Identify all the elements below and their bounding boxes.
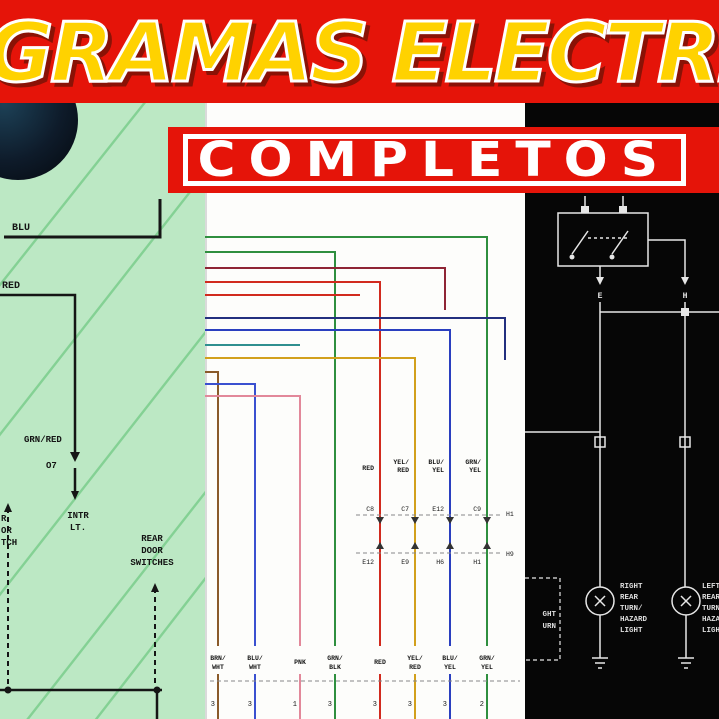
- mid-wire-label-yelred-2: RED: [397, 467, 409, 474]
- main-harness-lines: [525, 302, 719, 587]
- cut-fragment-line2: URN: [542, 623, 556, 631]
- bottom-label-pnk: PNK: [294, 659, 306, 666]
- wire-label-blu: BLU: [12, 223, 30, 234]
- cut-component-box: [525, 577, 561, 661]
- pin-number-7: 3: [443, 701, 447, 709]
- pin-number-1: 3: [211, 701, 215, 709]
- connector-id-h6: H6: [436, 559, 444, 566]
- connector-id-c9: C9: [473, 506, 481, 513]
- mid-wire-label-grnyel-2: YEL: [469, 467, 481, 474]
- right-diagram-panel: E H RIGHT REAR TURN/ HAZARD LIGHT LEFT R…: [525, 103, 719, 719]
- right-lamp-label-line1: RIGHT: [620, 583, 643, 591]
- pin-number-5: 3: [373, 701, 377, 709]
- rear-door-label-line2: DOOR: [141, 546, 163, 556]
- bottom-label-brnwht-2: WHT: [212, 664, 224, 671]
- left-lamp-label-line5: LIGHT: [702, 627, 719, 635]
- cut-label-line1: R: [1, 514, 7, 524]
- connector-id-c8: C8: [366, 506, 374, 513]
- pin-number-3: 1: [293, 701, 297, 709]
- diagonal-guides: [0, 103, 205, 719]
- right-lamp-label-line5: LIGHT: [620, 627, 643, 635]
- bottom-label-red: RED: [374, 659, 386, 666]
- pin-number-4: 3: [328, 701, 332, 709]
- bottom-label-bluwht-1: BLU/: [247, 655, 263, 662]
- cut-label-line3: TCH: [1, 538, 17, 548]
- side-label-h1: H1: [506, 511, 514, 518]
- mid-wire-label-red: RED: [362, 465, 374, 472]
- connector-id-e12: E12: [432, 506, 444, 513]
- intr-lt-label-line1: INTR: [67, 511, 89, 521]
- left-lamp-label-line1: LEFT: [702, 583, 719, 591]
- subtitle-banner: COMPLETOS: [168, 127, 719, 193]
- bottom-label-grnblk-1: GRN/: [327, 655, 343, 662]
- turn-lamp-symbols: [585, 586, 701, 658]
- bottom-label-yelred-1: YEL/: [407, 655, 423, 662]
- bottom-label-grnyel-1: GRN/: [479, 655, 495, 662]
- left-diagram-svg: BLU RED GRN/RED O7 INTR LT. REAR DOOR SW…: [0, 103, 205, 719]
- left-wires: [0, 199, 162, 719]
- terminal-label-h: H: [683, 292, 688, 301]
- bottom-label-bluyel-1: BLU/: [442, 655, 458, 662]
- right-diagram-svg: E H RIGHT REAR TURN/ HAZARD LIGHT LEFT R…: [525, 196, 719, 669]
- left-lamp-label-line4: HAZARD: [702, 616, 719, 624]
- side-label-h9: H9: [506, 551, 514, 558]
- connector-id-e9: E9: [401, 559, 409, 566]
- connector-id-e12b: E12: [362, 559, 374, 566]
- middle-diagram-svg: RED YEL/ RED BLU/ YEL GRN/ YEL C8 C7 E12…: [205, 103, 520, 719]
- connector-arrows: [376, 517, 491, 549]
- title-banner: GRAMAS ELECTRIC: [0, 0, 719, 103]
- bottom-label-grnblk-2: BLK: [329, 664, 341, 671]
- subtitle-frame: COMPLETOS: [183, 134, 686, 186]
- wire-label-grn-red: GRN/RED: [24, 435, 62, 445]
- rear-door-label-line3: SWITCHES: [130, 558, 174, 568]
- mid-wire-label-yelred-1: YEL/: [393, 459, 409, 466]
- mid-wire-label-grnyel-1: GRN/: [465, 459, 481, 466]
- bottom-label-bluwht-2: WHT: [249, 664, 261, 671]
- cut-label-line2: OR: [1, 526, 12, 536]
- bottom-label-grnyel-2: YEL: [481, 664, 493, 671]
- ground-symbols: [592, 657, 694, 669]
- connector-id-c7: C7: [401, 506, 409, 513]
- left-lamp-label-line3: TURN/: [702, 605, 719, 613]
- left-arrows-and-dots: [4, 452, 161, 694]
- right-lamp-label-line4: HAZARD: [620, 616, 648, 624]
- wire-label-red: RED: [2, 281, 20, 292]
- left-lamp-label-line2: REAR: [702, 594, 719, 602]
- connector-rows: [210, 514, 520, 682]
- middle-diagram-panel: RED YEL/ RED BLU/ YEL GRN/ YEL C8 C7 E12…: [205, 103, 525, 719]
- relay-contacts: [569, 206, 689, 316]
- pin-number-6: 3: [408, 701, 412, 709]
- mid-wire-label-bluyel-1: BLU/: [428, 459, 444, 466]
- connector-label-o7: O7: [46, 461, 57, 471]
- colored-wires: [205, 236, 506, 646]
- mid-wire-label-bluyel-2: YEL: [432, 467, 444, 474]
- left-diagram-panel: BLU RED GRN/RED O7 INTR LT. REAR DOOR SW…: [0, 103, 205, 719]
- right-lamp-label-line3: TURN/: [620, 605, 643, 613]
- bottom-label-yelred-2: RED: [409, 664, 421, 671]
- right-lamp-label-line2: REAR: [620, 594, 639, 602]
- bottom-label-bluyel-2: YEL: [444, 664, 456, 671]
- connector-id-h1: H1: [473, 559, 481, 566]
- pin-number-8: 2: [480, 701, 484, 709]
- terminal-label-e: E: [598, 292, 603, 301]
- bottom-label-brnwht-1: BRN/: [210, 655, 226, 662]
- cut-fragment-line1: GHT: [542, 611, 556, 619]
- subtitle-text: COMPLETOS: [197, 132, 672, 188]
- rear-door-label-line1: REAR: [141, 534, 163, 544]
- intr-lt-label-line2: LT.: [70, 523, 86, 533]
- pin-number-2: 3: [248, 701, 252, 709]
- main-title-text: GRAMAS ELECTRIC: [0, 5, 719, 103]
